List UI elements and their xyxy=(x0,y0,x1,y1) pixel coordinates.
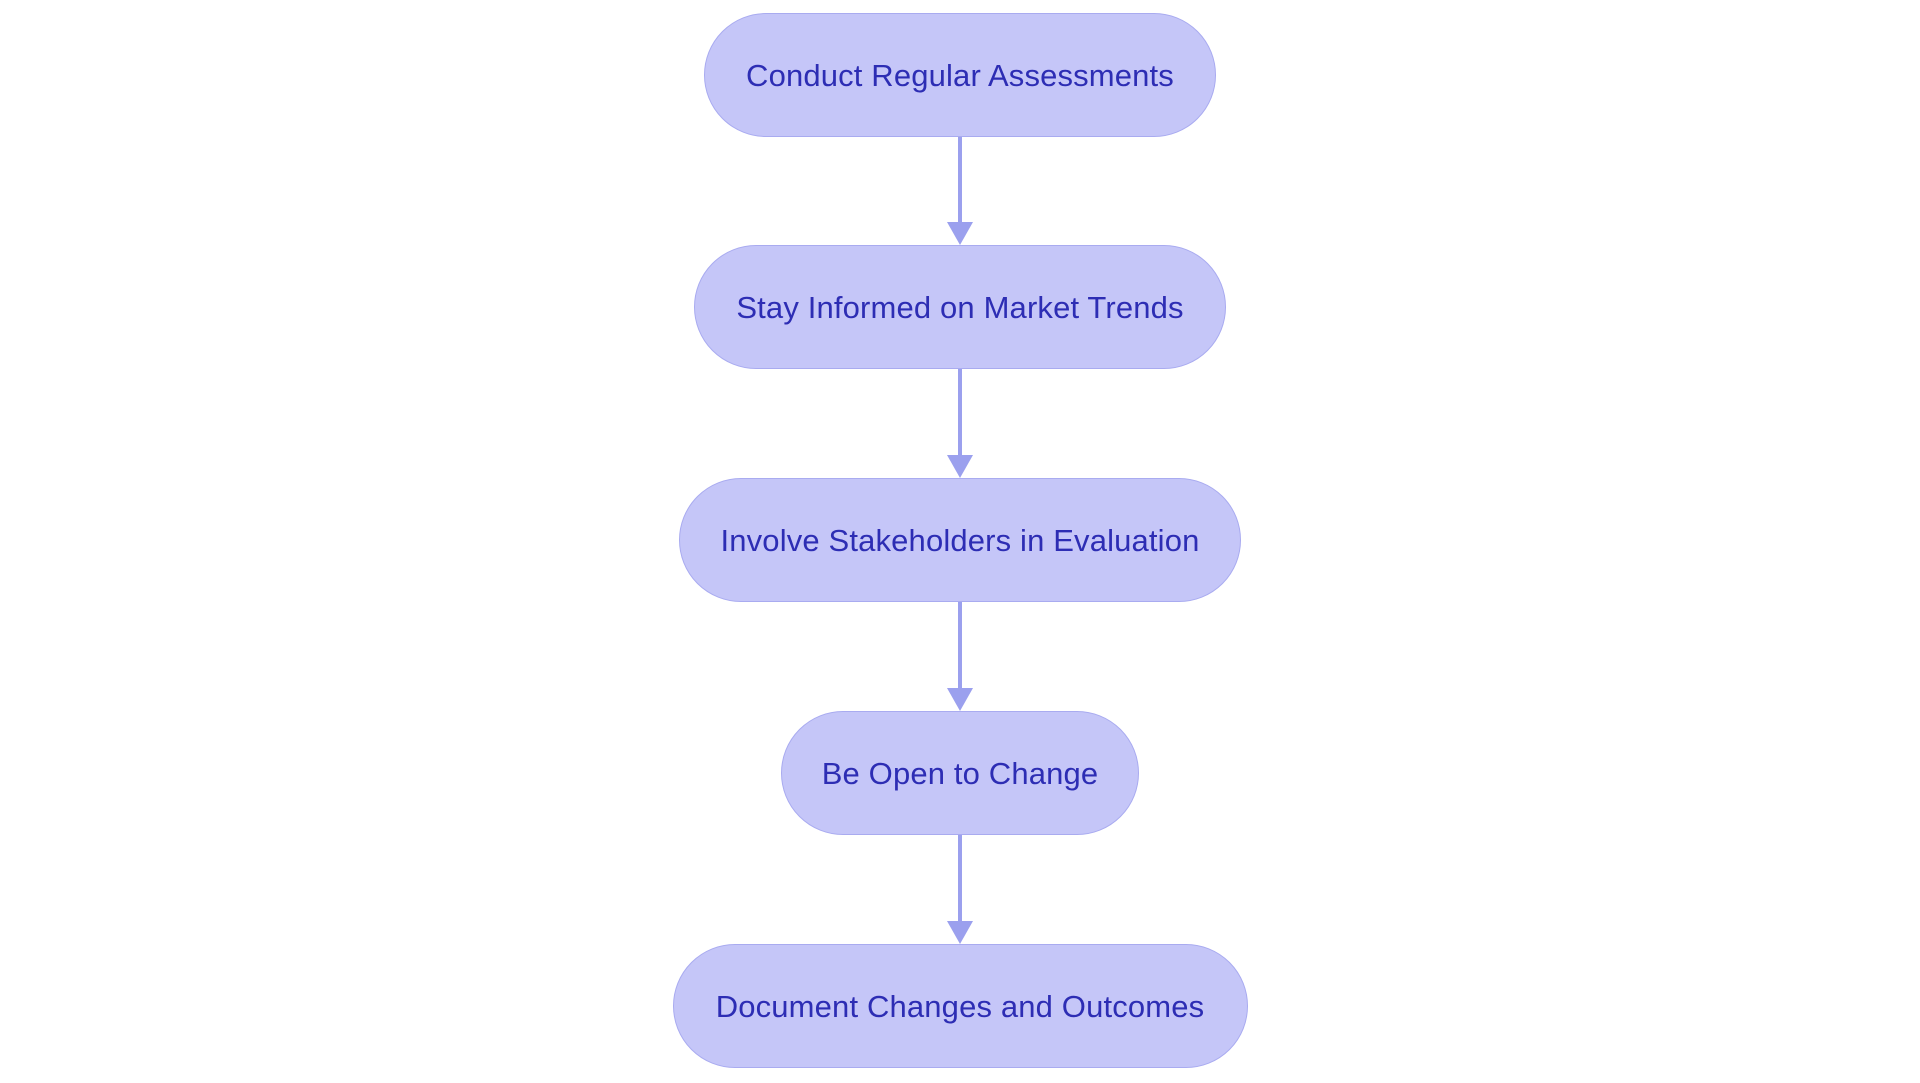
arrow-down-icon xyxy=(947,688,973,711)
flowchart-arrow-connector-3 xyxy=(945,602,975,711)
flowchart-node-label: Be Open to Change xyxy=(821,755,1099,791)
arrow-down-icon xyxy=(947,455,973,478)
flowchart-node-document-changes-and-outcomes[interactable]: Document Changes and Outcomes xyxy=(672,944,1248,1068)
flowchart-node-be-open-to-change[interactable]: Be Open to Change xyxy=(781,711,1139,835)
flowchart-node-label: Conduct Regular Assessments xyxy=(746,57,1174,93)
flowchart-arrow-connector-2 xyxy=(945,369,975,478)
flowchart-node-label: Stay Informed on Market Trends xyxy=(736,289,1184,325)
arrow-down-icon xyxy=(947,921,973,944)
flowchart-node-stay-informed-on-market-trends[interactable]: Stay Informed on Market Trends xyxy=(694,245,1226,369)
connector-line xyxy=(958,369,962,456)
flowchart-arrow-connector-1 xyxy=(945,137,975,245)
connector-line xyxy=(958,602,962,689)
flowchart-arrow-connector-4 xyxy=(945,835,975,944)
connector-line xyxy=(958,137,962,223)
arrow-down-icon xyxy=(947,222,973,245)
flowchart-node-involve-stakeholders-in-evaluation[interactable]: Involve Stakeholders in Evaluation xyxy=(679,478,1241,602)
connector-line xyxy=(958,835,962,922)
flowchart-node-label: Document Changes and Outcomes xyxy=(715,988,1205,1024)
flowchart-node-conduct-regular-assessments[interactable]: Conduct Regular Assessments xyxy=(704,13,1216,137)
flowchart-node-label: Involve Stakeholders in Evaluation xyxy=(720,522,1200,558)
